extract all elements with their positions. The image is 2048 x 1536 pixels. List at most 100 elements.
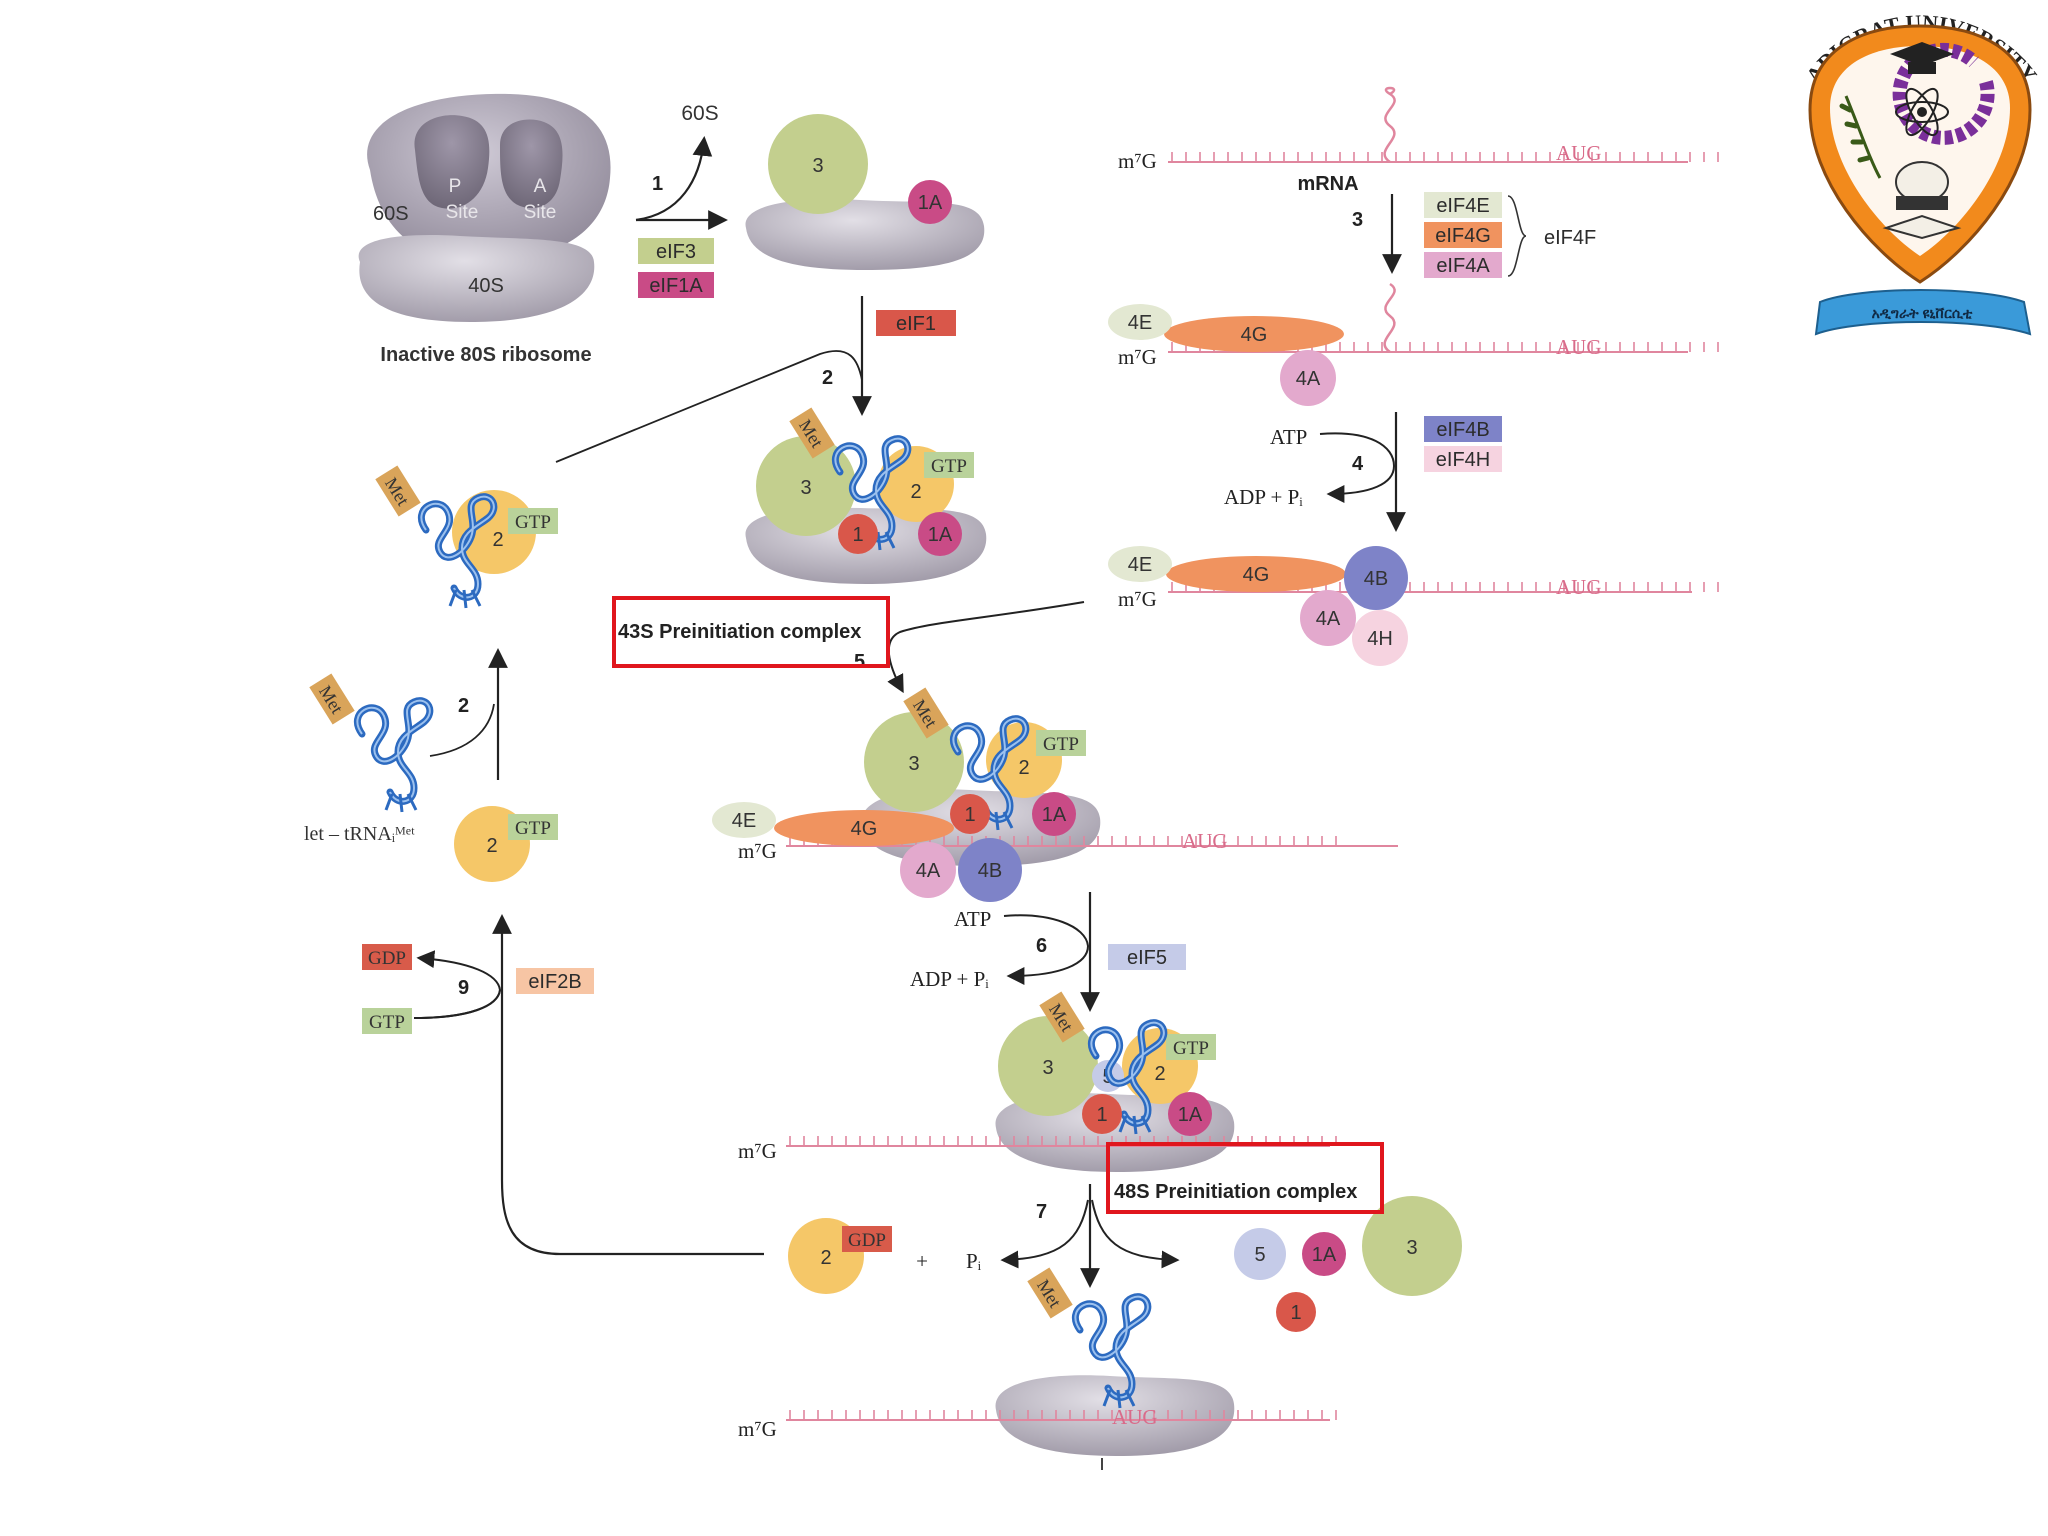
- row2-eif4e-label: 4E: [1128, 312, 1152, 334]
- m7g-label-3: m⁷G: [1118, 587, 1157, 611]
- aug-label-5: AUG: [1112, 1405, 1158, 1429]
- 48s-complex-graphic: m⁷G 3 2 GTP 5 Met 1 1A: [738, 991, 1337, 1172]
- gdp-box: [362, 944, 412, 970]
- final-40s-trna-complex: AUG m⁷G Met: [738, 1267, 1337, 1456]
- 48s-highlight: 48S Preinitiation complex: [1106, 1142, 1384, 1214]
- released-eif3-label: 3: [1406, 1237, 1417, 1259]
- scan-eif2-label: 2: [1018, 757, 1029, 779]
- eif3-label: eIF3: [656, 241, 696, 263]
- eif4e-label: eIF4E: [1436, 195, 1489, 217]
- scan-eif4a-label: 4A: [916, 860, 941, 882]
- 48s-eif2-label: 2: [1154, 1063, 1165, 1085]
- scan-gtp-label: GTP: [1043, 734, 1079, 755]
- step-9-recycling: 9 GDP GTP eIF2B: [362, 914, 764, 1256]
- eif5-box: [1108, 944, 1186, 970]
- scan-eif1-label: 1: [964, 804, 975, 826]
- a-site-label-2: Site: [524, 202, 557, 223]
- eif1a-box: [638, 272, 714, 298]
- 48s-eif1a-label: 1A: [1178, 1104, 1203, 1126]
- released-eif2-label: 2: [820, 1247, 831, 1269]
- logo-ribbon-text: አዲግራት ዩኒቨርሲቲ: [1872, 305, 1973, 321]
- mrna-label: mRNA: [1297, 173, 1358, 195]
- released-eif1a-label: 1A: [1312, 1244, 1337, 1266]
- ternary-complex-upper: 2 GTP Met: [375, 465, 558, 608]
- logo-olive-branch-icon: [1844, 95, 1882, 179]
- scan-eif3-label: 3: [908, 753, 919, 775]
- step-2-top: eIF1 2: [555, 296, 956, 463]
- m7g-label-2: m⁷G: [1118, 345, 1157, 369]
- eif4h-box: [1424, 446, 1502, 472]
- eif4a-label: eIF4A: [1436, 255, 1490, 277]
- logo-graduation-cap-icon: [1890, 42, 1954, 66]
- row3-eif4h-label: 4H: [1367, 628, 1393, 650]
- step-4-number: 4: [1352, 453, 1364, 475]
- m7g-label-5: m⁷G: [738, 1139, 777, 1163]
- eif4e-box: [1424, 192, 1502, 218]
- row3-eif4e-label: 4E: [1128, 554, 1152, 576]
- adp-label-1: ADP + Pᵢ: [1224, 485, 1303, 509]
- step-6: ATP ADP + Pᵢ 6 eIF5: [910, 892, 1186, 1012]
- 43s-complex-graphic: 3 2 GTP Met 1 1A: [745, 407, 987, 584]
- scan-eif1a-label: 1A: [1042, 804, 1067, 826]
- step-7-number: 7: [1036, 1201, 1047, 1223]
- gtp-box: [362, 1008, 412, 1034]
- step-2-left: 2 Met let – tRNAᵢᴹᵉᵗ 2 GTP: [304, 648, 558, 882]
- aug-label-4: AUG: [1182, 829, 1228, 853]
- inactive-80s-ribosome: 60S P Site A Site 40S Inactive 80S ribos…: [358, 93, 611, 366]
- logo-atom-icon: [1895, 101, 1949, 123]
- 60s-label: 60S: [373, 203, 409, 225]
- mrna-row-1: m⁷G AUG mRNA: [1118, 86, 1719, 195]
- eif3-box: [638, 238, 714, 264]
- scanning-complex: AUG m⁷G 4G 4E 4A 4B 3 2 GTP Met 1 1A: [712, 687, 1398, 902]
- eif2b-box: [516, 968, 594, 994]
- row2-eif4g-label: 4G: [1241, 324, 1268, 346]
- gdp-box-label: GDP: [368, 948, 406, 969]
- 48s-gtp-label: GTP: [1173, 1038, 1209, 1059]
- released-gdp-label: GDP: [848, 1230, 886, 1251]
- eif3-circle: [768, 114, 868, 214]
- 48s-complex-label: 48S Preinitiation complex: [1114, 1181, 1357, 1203]
- m7g-label-1: m⁷G: [1118, 149, 1157, 173]
- 43s-complex-label: 43S Preinitiation complex: [618, 621, 861, 643]
- eif1-box: [876, 310, 956, 336]
- a-site-label: A: [534, 176, 547, 197]
- scan-eif4e-label: 4E: [732, 810, 756, 832]
- eif4b-label: eIF4B: [1436, 419, 1489, 441]
- 43s-eif2-label: 2: [910, 481, 921, 503]
- 43s-gtp-label: GTP: [931, 456, 967, 477]
- 48s-eif1-label: 1: [1096, 1104, 1107, 1126]
- mrna-row-3: m⁷G AUG 4G 4E 4H 4A 4B: [1108, 546, 1719, 666]
- released-eif5-label: 5: [1254, 1244, 1265, 1266]
- eif1a-circle-label: 1A: [918, 192, 943, 214]
- eif1a-circle: [908, 180, 952, 224]
- row3-eif4g-label: 4G: [1243, 564, 1270, 586]
- step-3: 3 eIF4E eIF4G eIF4A eIF4F: [1352, 192, 1596, 278]
- released-eif1-label: 1: [1290, 1302, 1301, 1324]
- adp-label-2: ADP + Pᵢ: [910, 967, 989, 991]
- step-9-number: 9: [458, 977, 469, 999]
- eif1-label: eIF1: [896, 313, 936, 335]
- 40s-eif3-eif1a-complex: 3 1A: [745, 114, 985, 270]
- ribosome-caption: Inactive 80S ribosome: [380, 344, 591, 366]
- logo-gear-icon: [1892, 42, 1995, 145]
- free-eif2-label: 2: [486, 835, 497, 857]
- eif3-circle-label: 3: [812, 155, 823, 177]
- 43s-eif1a-label: 1A: [928, 524, 953, 546]
- gtp-box-label: GTP: [369, 1012, 405, 1033]
- ternary-gtp-label: GTP: [515, 512, 551, 533]
- step-5: 5: [854, 601, 1085, 694]
- step-2a-number: 2: [822, 367, 833, 389]
- step-2b-number: 2: [458, 695, 469, 717]
- eif1a-label: eIF1A: [649, 275, 703, 297]
- eif4g-label: eIF4G: [1435, 225, 1491, 247]
- step-4: ATP ADP + Pᵢ 4 eIF4B eIF4H: [1224, 412, 1502, 532]
- step-6-number: 6: [1036, 935, 1047, 957]
- row3-eif4a-label: 4A: [1316, 608, 1341, 630]
- 40s-label: 40S: [468, 275, 504, 297]
- adigrat-university-logo: ADIGRAT UNIVERSITY አዲግራት ዩኒቨርሲቲ: [1801, 10, 2042, 336]
- p-site-label: P: [449, 176, 462, 197]
- row3-eif4b-label: 4B: [1364, 568, 1388, 590]
- ternary-eif2-label: 2: [492, 529, 503, 551]
- plus-sign: +: [916, 1249, 928, 1273]
- scan-eif4b-label: 4B: [978, 860, 1002, 882]
